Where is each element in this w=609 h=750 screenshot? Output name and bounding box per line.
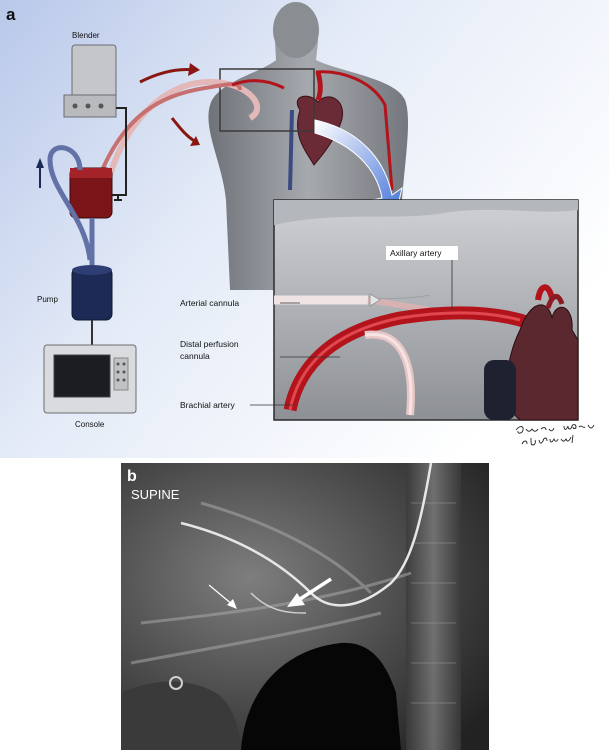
label-brachial-artery: Brachial artery: [180, 400, 236, 410]
label-distal-perfusion-line2: cannula: [180, 351, 210, 361]
pump-device: [71, 265, 113, 345]
ecmo-cannulation-illustration: a Blender: [0, 0, 609, 458]
venous-tubing: [36, 145, 95, 265]
artist-signature: [515, 424, 595, 446]
panel-b-letter: b: [127, 468, 137, 485]
inset-enlargement: [273, 199, 579, 421]
label-arterial-cannula: Arterial cannula: [180, 298, 239, 308]
panel-a-letter: a: [6, 5, 16, 24]
xray-position-label: SUPINE: [131, 487, 180, 502]
label-pump: Pump: [37, 295, 58, 304]
xray-ribs: [130, 501, 412, 665]
zoom-region-box: [219, 68, 315, 132]
chest-xray-image: b SUPINE: [121, 463, 489, 750]
xray-cannula-line: [180, 463, 433, 607]
axillary-label-box: [386, 246, 458, 260]
console-device: [43, 344, 137, 414]
label-console: Console: [75, 420, 105, 429]
label-axillary-artery: Axillary artery: [390, 248, 442, 258]
blender-device: [63, 44, 127, 196]
thick-arrow-marker: [287, 577, 332, 607]
thin-arrow-marker: [208, 584, 237, 609]
oxygenator: [69, 167, 122, 219]
inset-leader-lines: [250, 258, 453, 406]
label-distal-perfusion-line1: Distal perfusion: [180, 339, 239, 349]
xray-dark-region: [241, 642, 401, 750]
label-blender: Blender: [72, 31, 100, 40]
xray-circle-marker: [169, 676, 183, 690]
cannula-tubing: [98, 63, 285, 176]
xray-spine: [406, 463, 461, 750]
